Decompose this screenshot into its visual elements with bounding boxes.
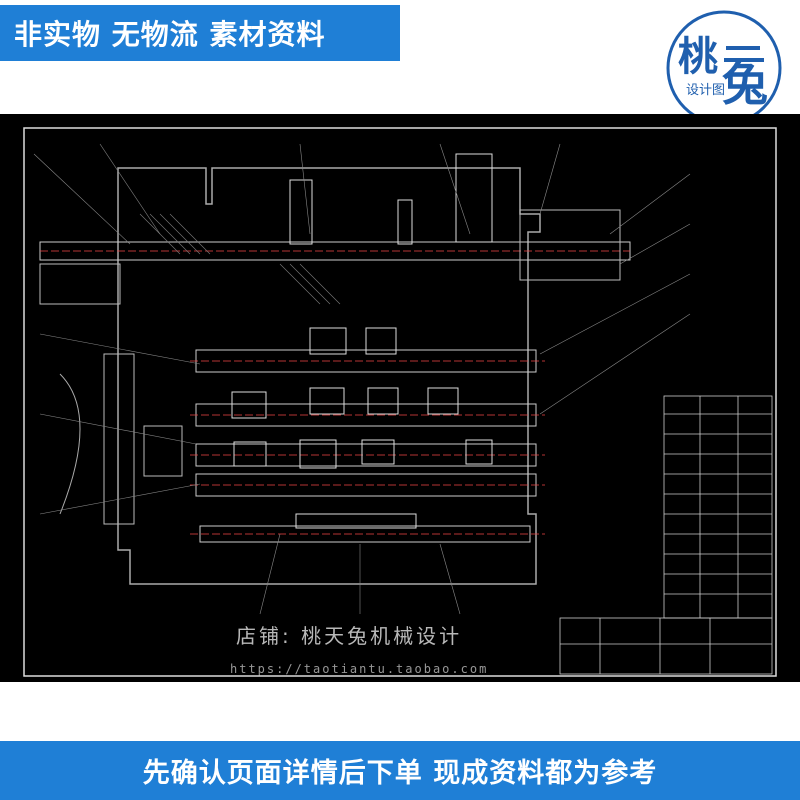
gearbox-assembly-drawing: [23, 127, 777, 677]
top-banner: 非实物 无物流 素材资料: [0, 5, 400, 61]
logo-accent-char: 兔: [722, 57, 768, 111]
logo-sub-text: 设计图: [686, 83, 725, 98]
bottom-banner: 先确认页面详情后下单 现成资料都为参考: [0, 741, 800, 800]
bottom-banner-text: 先确认页面详情后下单 现成资料都为参考: [142, 758, 658, 789]
brand-logo: 桃 兔 设计图: [664, 8, 784, 128]
shop-url-watermark: https://taotiantu.taobao.com: [230, 662, 489, 676]
top-banner-text: 非实物 无物流 素材资料: [14, 18, 326, 51]
shop-watermark: 店铺: 桃天兔机械设计: [236, 624, 463, 648]
logo-main-char: 桃: [678, 34, 718, 80]
cad-drawing: [0, 114, 800, 682]
taotiantu-logo-icon: 桃 兔 设计图: [666, 10, 782, 126]
